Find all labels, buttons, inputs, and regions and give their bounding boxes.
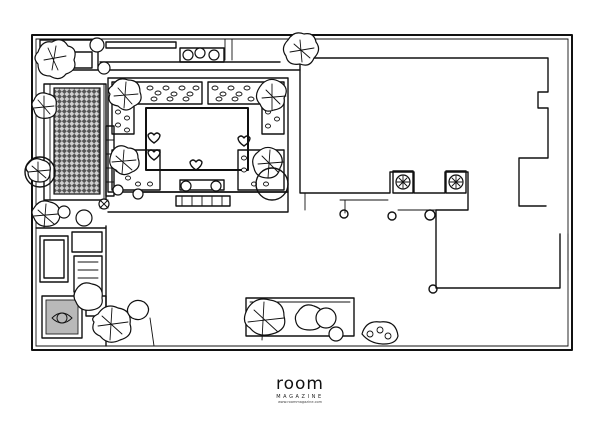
south-shrubs	[243, 298, 399, 345]
trees-and-shrubs	[24, 32, 399, 347]
pergola-lattice	[43, 83, 115, 201]
tree-ne	[282, 32, 320, 66]
magazine-url: www.roommagazine.com	[277, 400, 323, 404]
house-outline	[299, 57, 561, 294]
sw-shrubs	[73, 282, 155, 347]
courtyard-shrubs	[107, 78, 289, 201]
magazine-logo-block: room MAGAZINE www.roommagazine.com	[250, 376, 350, 405]
planter-pots	[392, 170, 467, 194]
magazine-subtitle: MAGAZINE	[276, 394, 324, 400]
north-border-beds	[39, 39, 301, 71]
magazine-logo: room	[276, 374, 324, 394]
tree-nw	[34, 39, 76, 80]
lower-left-structures	[35, 225, 107, 347]
west-trees	[24, 92, 110, 229]
